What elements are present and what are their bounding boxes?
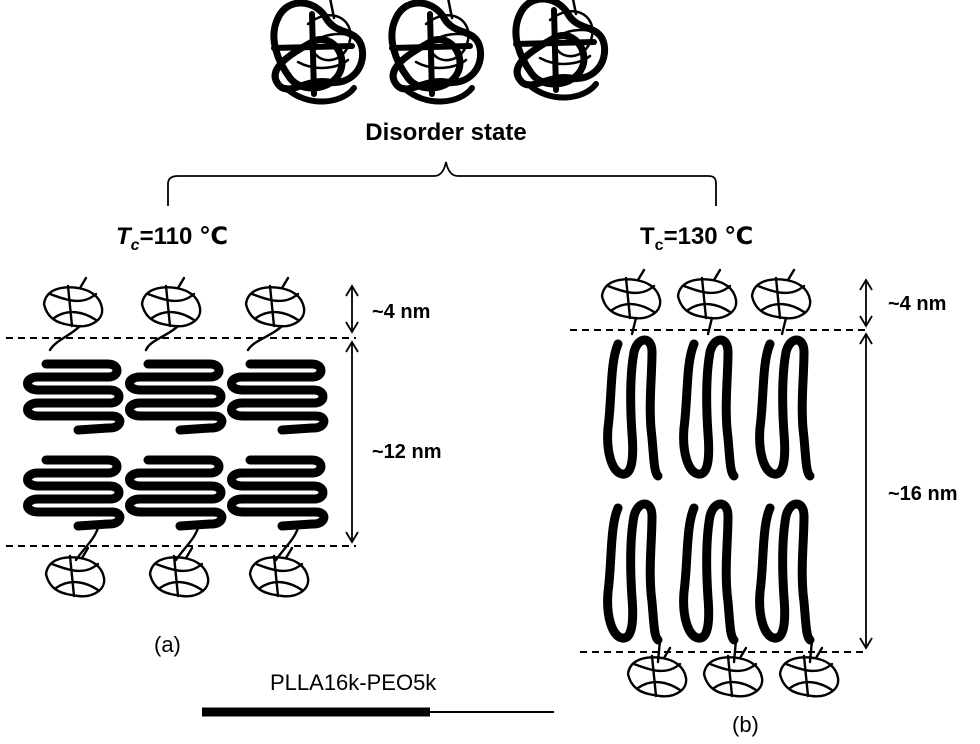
disorder-coil xyxy=(274,0,363,102)
dimension-arrow-16nm xyxy=(859,332,873,650)
panel-a-tag: (a) xyxy=(154,632,181,657)
plla-lamella xyxy=(28,460,120,526)
plla-lamella xyxy=(232,364,324,430)
peo-coil xyxy=(750,268,812,320)
panel-a: Tc=110 ℃ ~4 nm ~12 nm (a) xyxy=(6,223,441,657)
branch-brace xyxy=(167,161,717,206)
panel-b-lamella-spacing: ~16 nm xyxy=(888,483,957,505)
panel-a-lamella-spacing: ~12 nm xyxy=(372,441,441,463)
peo-coil xyxy=(244,276,306,328)
plla-lamella xyxy=(684,340,734,476)
plla-lamella xyxy=(232,460,324,526)
panel-b: Tc=130 ℃ ~4 nm ~16 nm (b) xyxy=(570,223,957,737)
copolymer-legend: PLLA16k-PEO5k xyxy=(202,670,554,717)
peo-coil xyxy=(42,276,104,328)
peo-coil xyxy=(140,276,202,328)
panel-b-tag: (b) xyxy=(732,712,759,737)
peo-coil xyxy=(778,646,840,698)
dimension-arrow-4nm-b xyxy=(859,278,873,328)
copolymer-label: PLLA16k-PEO5k xyxy=(270,670,437,695)
plla-lamella xyxy=(130,460,222,526)
dimension-arrow-12nm xyxy=(345,340,359,544)
panel-a-coil-spacing: ~4 nm xyxy=(372,301,430,323)
disorder-coil xyxy=(392,0,481,102)
disorder-state-label: Disorder state xyxy=(365,119,526,146)
plla-lamella xyxy=(28,364,120,430)
disorder-coil xyxy=(516,0,605,98)
plla-lamella xyxy=(760,504,810,640)
peo-coil xyxy=(44,546,106,598)
disorder-coils xyxy=(274,0,605,102)
panel-b-coil-spacing: ~4 nm xyxy=(888,293,946,315)
plla-lamella xyxy=(608,340,658,476)
panel-a-temperature: Tc=110 ℃ xyxy=(116,223,228,254)
panel-b-temperature: Tc=130 ℃ xyxy=(640,223,753,254)
plla-lamella xyxy=(760,340,810,476)
dimension-arrow-4nm-a xyxy=(345,284,359,334)
plla-lamella xyxy=(608,504,658,640)
peo-coil xyxy=(676,268,738,320)
plla-lamella xyxy=(130,364,222,430)
plla-lamella xyxy=(684,504,734,640)
peo-coil xyxy=(702,646,764,698)
peo-coil xyxy=(600,268,662,320)
peo-coil xyxy=(626,646,688,698)
